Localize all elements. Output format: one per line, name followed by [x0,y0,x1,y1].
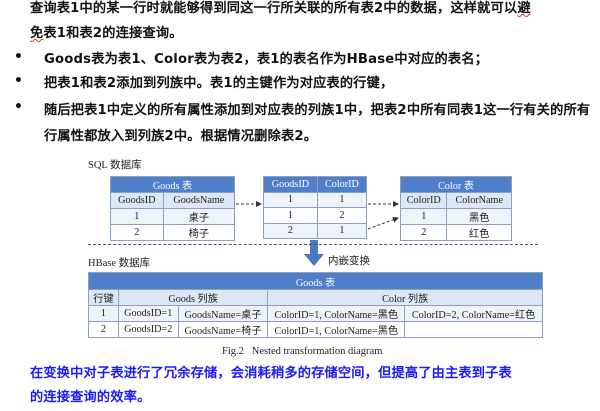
goods-col-header: GoodsName [162,192,236,209]
hbase-rowkey-header: 行键 [88,289,119,306]
bullet-text-3: 随后把表1中定义的所有属性添加到对应表的列族1中，把表2中所有同表1这一行有关的… [44,103,591,144]
table-cell: GoodsID=1 [117,305,179,322]
hbase-goods-table: Goods 表 行键 Goods 列族 Color 列族 1 GoodsID=1… [88,272,543,338]
table-cell: 桌子 [162,207,236,225]
table-row: 2 红色 [399,223,512,241]
table-cell: 2 [399,223,448,241]
separator-dashed-line [88,244,538,245]
table-cell: ColorID=1, ColorName=黑色 [267,321,406,338]
intro-line-2: 免表1和表2的连接查询。 [30,22,596,46]
nest-transform-label: 内嵌变换 [328,256,370,267]
conclusion-line-2: 的连接查询的效率。 [30,390,151,405]
hbase-db-label: HBase 数据库 [88,258,151,269]
goods-col-header: GoodsID [110,192,164,209]
table-cell: 1 [399,207,448,225]
bullet-dot-1: • [14,49,23,65]
conclusion-line-1: 在变换中对子表进行了冗余存储，会消耗稍多的存储空间，但提高了由主表到子表 [30,366,512,381]
hbase-table-title: Goods 表 [88,272,543,290]
intro-line-1: 查询表1中的某一行时就能够得到同这一行所关联的所有表2中的数据，这样就可以避 [30,0,596,21]
sql-db-label: SQL 数据库 [88,160,142,171]
table-cell: 2 [88,321,119,338]
table-cell: 2 [263,222,318,239]
intro-line-2-text: 表1和表2的连接查询。 [43,26,183,41]
figure-caption: Fig.2 Nested transformation diagram [222,346,383,357]
table-row: 1 GoodsID=1 GoodsName=桌子 ColorID=1, Colo… [88,305,543,322]
table-cell: 1 [110,207,164,225]
table-cell: 2 [110,223,164,241]
table-cell: 1 [316,222,368,239]
intro-line-2-wavy: 免 [30,26,44,41]
table-cell: GoodsID=2 [117,321,179,338]
goods-table: Goods 表 GoodsID GoodsName 1 桌子 2 椅子 [110,176,236,241]
color-table: Color 表 ColorID ColorName 1 黑色 2 红色 [399,176,512,241]
color-col-header: ColorName [446,192,512,209]
table-cell [404,321,543,338]
bullet-text-1: Goods表为表1、Color表为表2，表1的表名作为HBase中对应的表名； [44,52,489,67]
hbase-family2-header: Color 列族 [267,289,543,306]
link-col-header: ColorID [316,176,368,193]
table-cell: 黑色 [446,207,512,225]
table-cell: 红色 [446,223,512,241]
table-row: 2 GoodsID=2 GoodsName=椅子 ColorID=1, Colo… [88,321,543,338]
table-row: 2 1 [263,222,368,239]
down-arrow-head [304,254,324,266]
table-row: 2 椅子 [110,223,236,241]
goods-table-title: Goods 表 [110,176,235,193]
table-cell: ColorID=2, ColorName=红色 [404,305,543,322]
table-row: 1 1 [263,191,368,208]
color-col-header: ColorID [399,192,448,209]
link-col-header: GoodsID [263,176,318,193]
table-cell: GoodsName=椅子 [177,321,269,338]
intro-line-1-text: 查询表1中的某一行时就能够得到同这一行所关联的所有表2中的数据，这样就可以 [30,1,518,16]
arrow-link-to-color-2 [367,216,399,230]
hbase-family1-header: Goods 列族 [117,289,269,306]
bullet-dot-2: • [14,73,23,89]
table-cell: 2 [316,207,368,224]
table-cell: 1 [88,305,119,322]
table-cell: 1 [316,191,368,208]
table-cell: GoodsName=桌子 [177,305,269,322]
intro-line-1-wavy: 避 [517,1,531,16]
table-cell: 椅子 [162,223,236,241]
bullet-text-2: 把表1和表2添加到列族中。表1的主键作为对应表的行键， [44,76,394,91]
table-cell: 1 [263,207,318,224]
table-row: 1 2 [263,207,368,224]
table-cell: 1 [263,191,318,208]
color-table-title: Color 表 [400,176,512,193]
table-row: 1 桌子 [110,207,236,225]
table-row: 1 黑色 [399,207,512,225]
table-cell: ColorID=1, ColorName=黑色 [267,305,406,322]
down-arrow-shaft [310,240,318,254]
link-table: GoodsID ColorID 1 1 1 2 2 1 [263,176,368,239]
bullet-dot-3: • [14,99,23,115]
